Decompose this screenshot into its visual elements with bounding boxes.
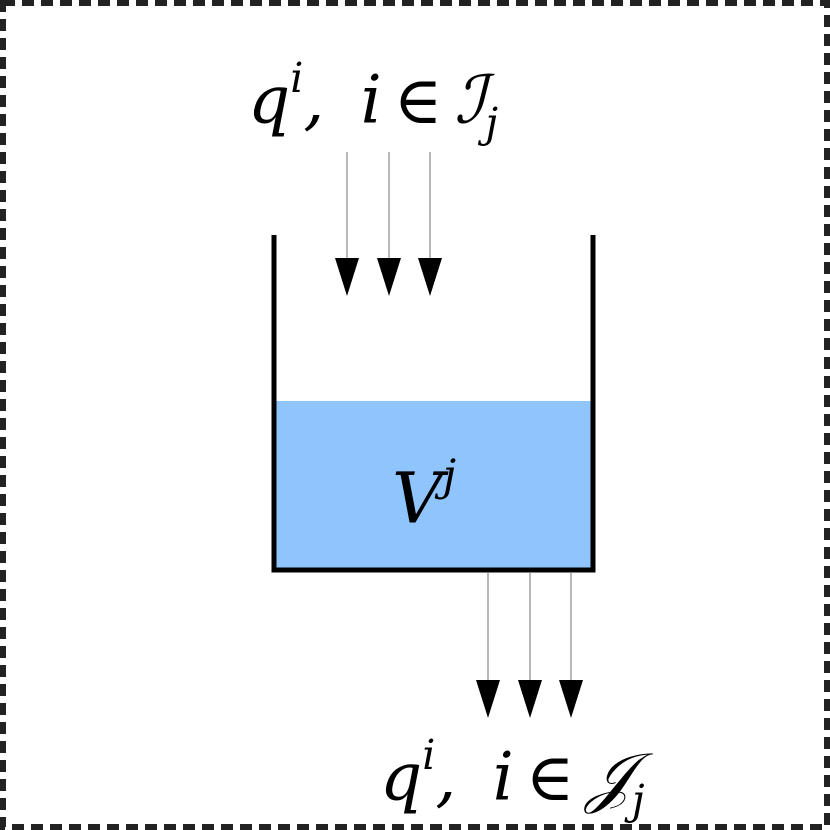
inflow-superscript: i [290,54,304,102]
outflow-separator: , [435,738,457,816]
inflow-arrow [377,152,401,296]
volume-label: Vj [392,454,456,533]
inflow-label: qi,i∈ℐj [248,58,498,144]
outflow-relation: ∈ [525,738,575,816]
inflow-arrow [418,152,442,296]
inflow-var: q [248,61,291,139]
outflow-subscript: j [631,776,645,824]
outflow-set: 𝒥 [586,738,632,816]
outflow-superscript: i [422,731,436,779]
inflow-separator: , [303,61,325,139]
inflow-arrow [335,152,359,296]
outflow-arrows [476,573,583,718]
outflow-arrow [559,573,583,718]
volume-var: V [392,457,443,540]
outflow-var: q [380,738,423,816]
outflow-index: i [492,738,514,816]
inflow-set: ℐ [454,61,486,139]
tank-walls [271,235,596,573]
inflow-relation: ∈ [393,61,443,139]
inflow-index: i [360,61,382,139]
inflow-arrows [335,152,442,296]
water [275,401,592,570]
outflow-arrow [476,573,500,718]
outflow-label: qi,i∈𝒥j [380,735,645,821]
outflow-arrow [518,573,542,718]
inflow-subscript: j [485,99,499,147]
volume-superscript: j [442,451,457,501]
